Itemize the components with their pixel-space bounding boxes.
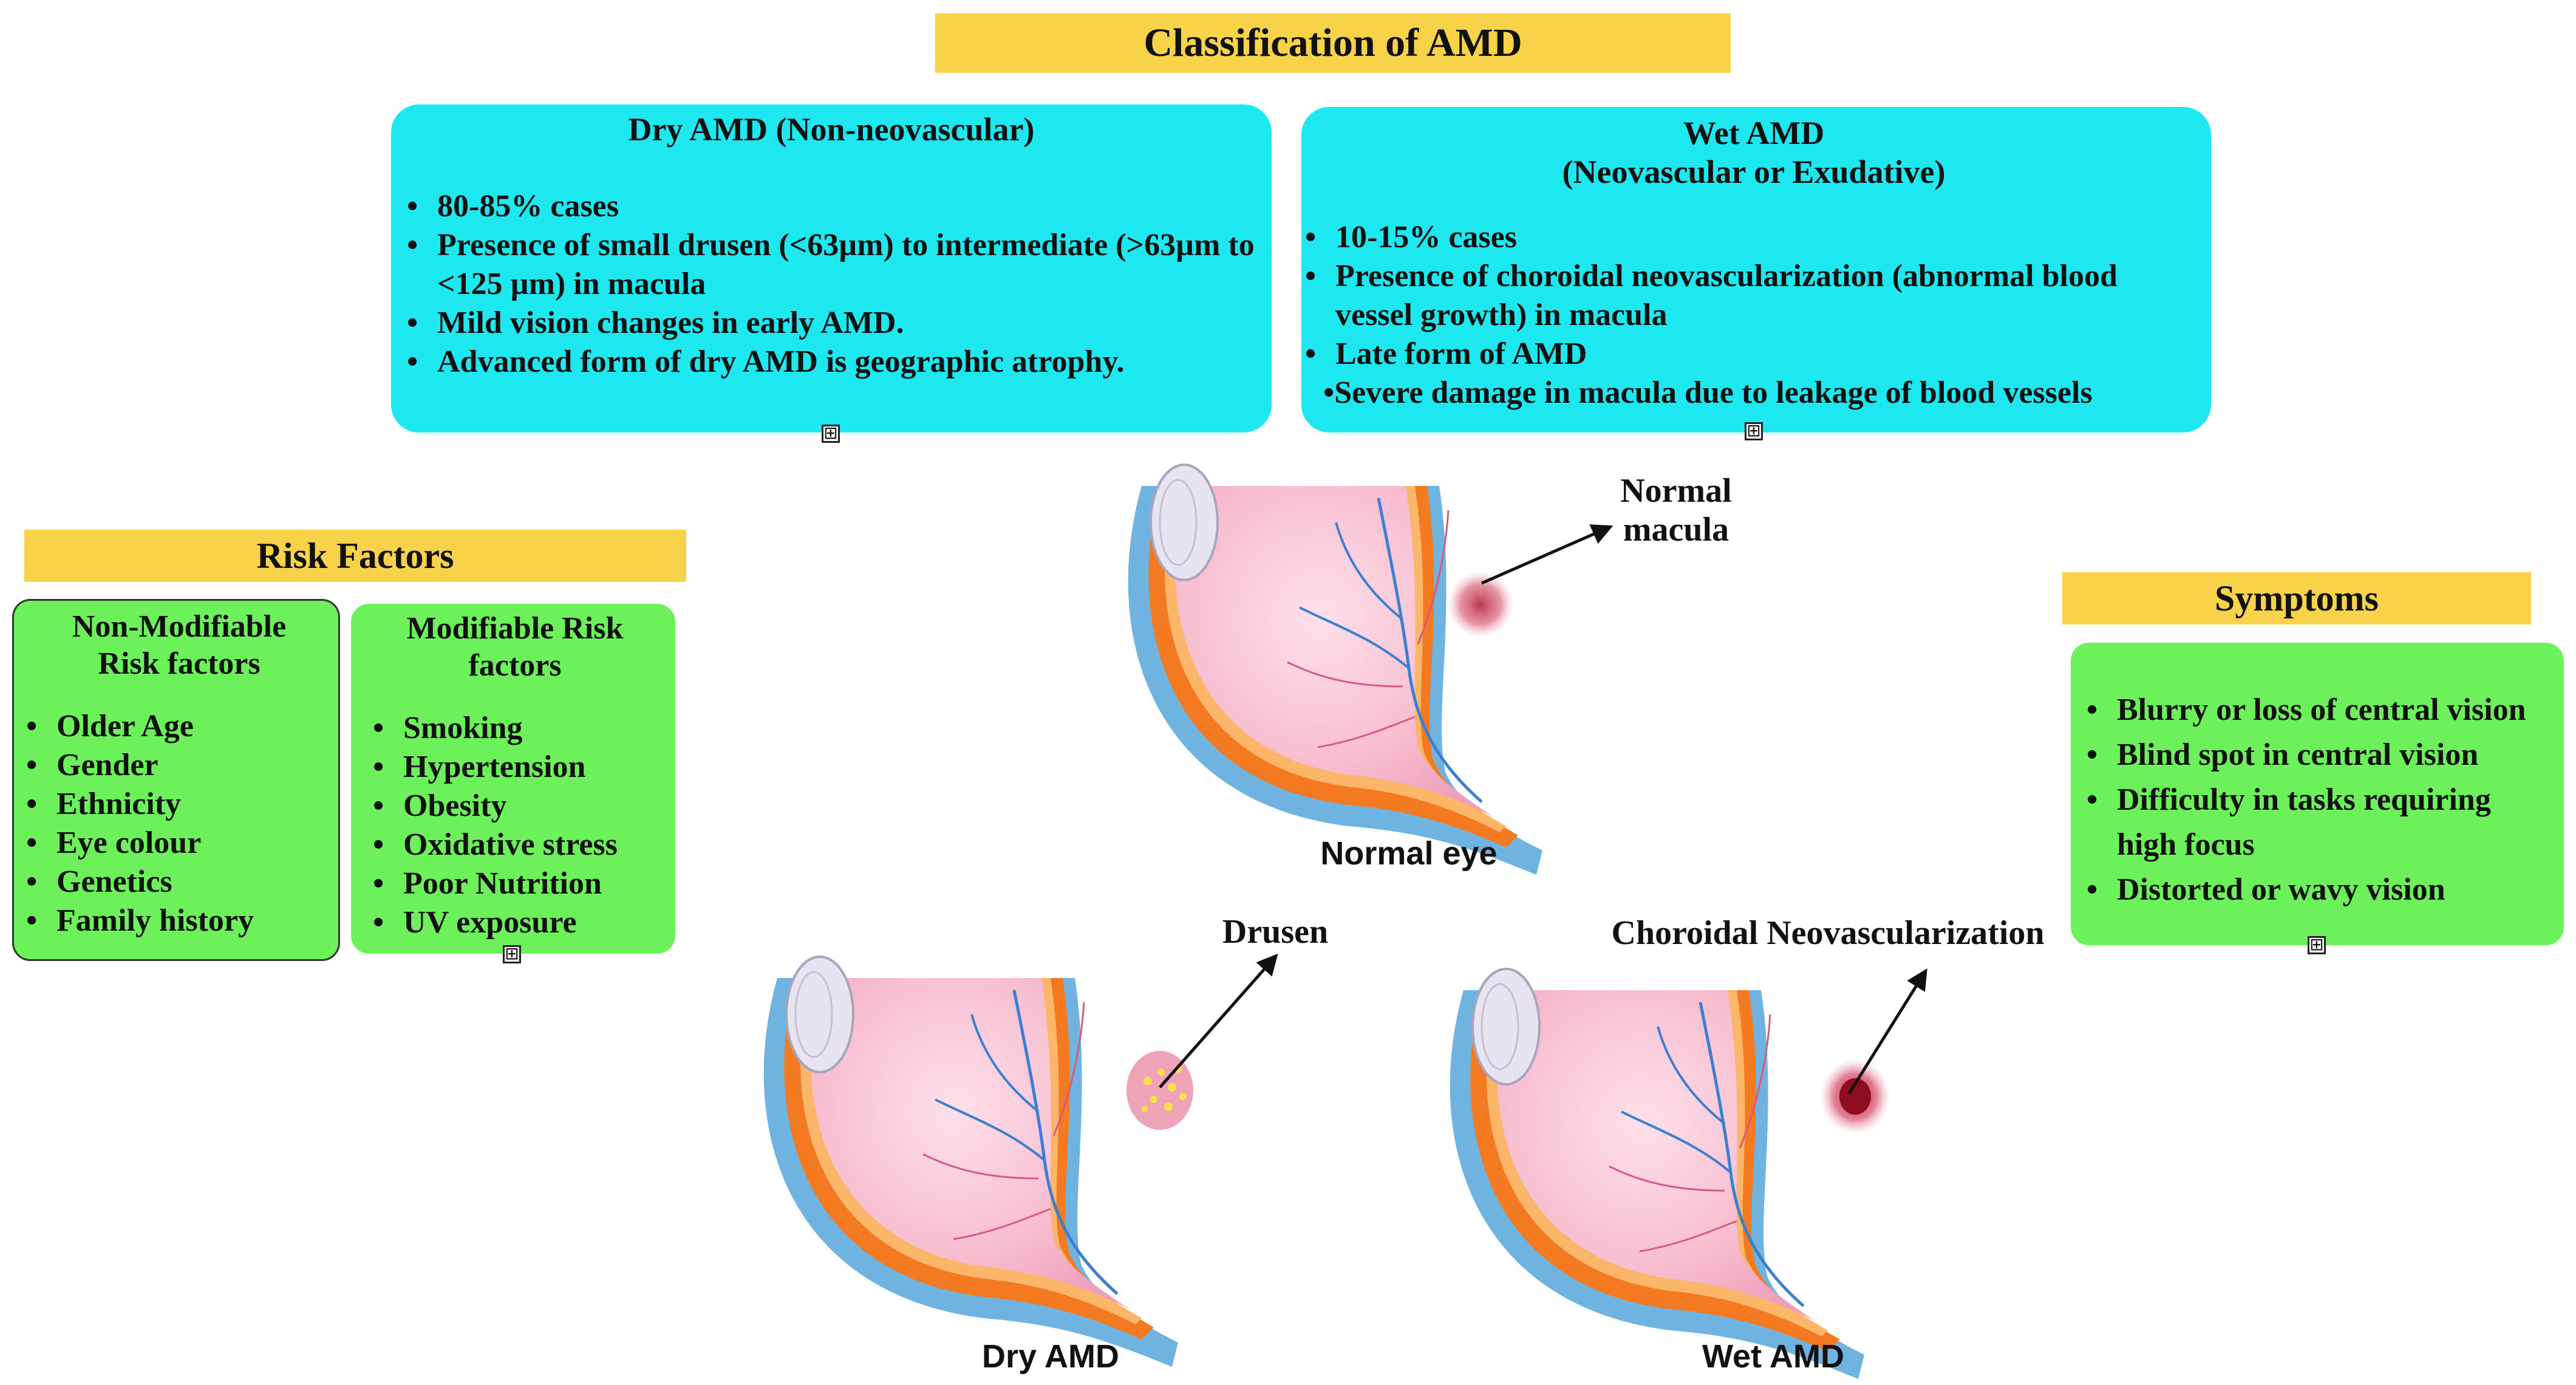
list-item: Difficulty in tasks requiring high focus bbox=[2087, 778, 2555, 867]
dry-amd-title: Dry AMD (Non-neovascular) bbox=[628, 111, 1035, 148]
wet-amd-caption: Wet AMD bbox=[1702, 1338, 1844, 1375]
normal-macula-label: Normal macula bbox=[1591, 471, 1761, 550]
wet-amd-title-line2: (Neovascular or Exudative) bbox=[1562, 153, 1946, 190]
drusen-label: Drusen bbox=[1222, 913, 1329, 951]
cnv-label: Choroidal Neovascularization bbox=[1611, 914, 2045, 952]
list-item: Advanced form of dry AMD is geographic a… bbox=[407, 343, 1257, 381]
symptoms-box: Blurry or loss of central vision Blind s… bbox=[2071, 643, 2564, 945]
normal-macula-label-line2: macula bbox=[1623, 511, 1729, 549]
modifiable-list: Smoking Hypertension Obesity Oxidative s… bbox=[373, 709, 669, 942]
symptoms-title: Symptoms bbox=[2214, 578, 2379, 618]
wet-amd-eye-illustration bbox=[1450, 969, 1890, 1379]
wet-amd-box: Wet AMD (Neovascular or Exudative) 10-15… bbox=[1301, 107, 2211, 433]
symptoms-expand-button[interactable]: ⊞ bbox=[2308, 936, 2326, 954]
risk-factors-title: Risk Factors bbox=[256, 535, 454, 576]
non-modifiable-title: Non-Modifiable Risk factors bbox=[72, 609, 287, 682]
list-item: Ethnicity bbox=[26, 785, 332, 824]
list-item: Smoking bbox=[373, 709, 669, 748]
list-item: Obesity bbox=[373, 787, 669, 826]
list-item-extra: •Severe damage in macula due to leakage … bbox=[1323, 375, 2093, 411]
normal-eye-caption: Normal eye bbox=[1320, 835, 1498, 872]
list-item: Presence of small drusen (<63µm) to inte… bbox=[407, 226, 1257, 304]
normal-eye-illustration bbox=[1128, 465, 1542, 875]
risk-factors-expand-button[interactable]: ⊞ bbox=[503, 945, 521, 963]
cnv-arrow bbox=[1847, 968, 1927, 1095]
drusen-arrow bbox=[1159, 953, 1278, 1089]
dry-amd-caption: Dry AMD bbox=[981, 1338, 1120, 1375]
list-item: 80-85% cases bbox=[407, 187, 1257, 226]
wet-amd-list: 10-15% cases Presence of choroidal neova… bbox=[1305, 218, 2196, 374]
dry-amd-box: Dry AMD (Non-neovascular) 80-85% cases P… bbox=[391, 104, 1272, 433]
non-modifiable-box: Non-Modifiable Risk factors Older Age Ge… bbox=[12, 599, 340, 961]
list-item: Older Age bbox=[26, 707, 332, 746]
list-item: Oxidative stress bbox=[373, 826, 669, 864]
wet-amd-title: Wet AMD (Neovascular or Exudative) bbox=[1311, 114, 2196, 191]
list-item: Gender bbox=[26, 746, 332, 785]
list-item: Poor Nutrition bbox=[373, 864, 669, 903]
symptoms-banner: Symptoms bbox=[2062, 572, 2531, 624]
list-item: 10-15% cases bbox=[1305, 218, 2196, 257]
non-modifiable-list: Older Age Gender Ethnicity Eye colour Ge… bbox=[26, 707, 332, 940]
dry-amd-list: 80-85% cases Presence of small drusen (<… bbox=[407, 187, 1257, 381]
list-item: Blind spot in central vision bbox=[2087, 733, 2555, 778]
list-item: Eye colour bbox=[26, 824, 332, 863]
wet-amd-title-line1: Wet AMD bbox=[1683, 115, 1825, 151]
risk-factors-banner: Risk Factors bbox=[24, 530, 686, 582]
normal-macula-label-line1: Normal bbox=[1620, 472, 1732, 510]
list-item: Distorted or wavy vision bbox=[2087, 867, 2555, 912]
wet-amd-expand-button[interactable]: ⊞ bbox=[1745, 422, 1763, 440]
normal-macula-arrow bbox=[1481, 524, 1613, 585]
modifiable-title: Modifiable Risk factors bbox=[406, 611, 624, 683]
list-item: Family history bbox=[26, 901, 332, 940]
list-item: Mild vision changes in early AMD. bbox=[407, 304, 1257, 343]
dry-amd-expand-button[interactable]: ⊞ bbox=[822, 425, 840, 443]
list-item: Genetics bbox=[26, 863, 332, 901]
list-item: Blurry or loss of central vision bbox=[2087, 688, 2555, 733]
dry-amd-eye-illustration bbox=[764, 957, 1193, 1367]
list-item: UV exposure bbox=[373, 903, 669, 942]
list-item: Presence of choroidal neovascularization… bbox=[1305, 257, 2196, 335]
page-title: Classification of AMD bbox=[1143, 21, 1522, 65]
list-item: Hypertension bbox=[373, 748, 669, 787]
title-banner: Classification of AMD bbox=[935, 13, 1731, 73]
modifiable-box: Modifiable Risk factors Smoking Hyperten… bbox=[351, 604, 675, 954]
list-item: Late form of AMD bbox=[1305, 335, 2196, 374]
symptoms-list: Blurry or loss of central vision Blind s… bbox=[2087, 688, 2555, 912]
